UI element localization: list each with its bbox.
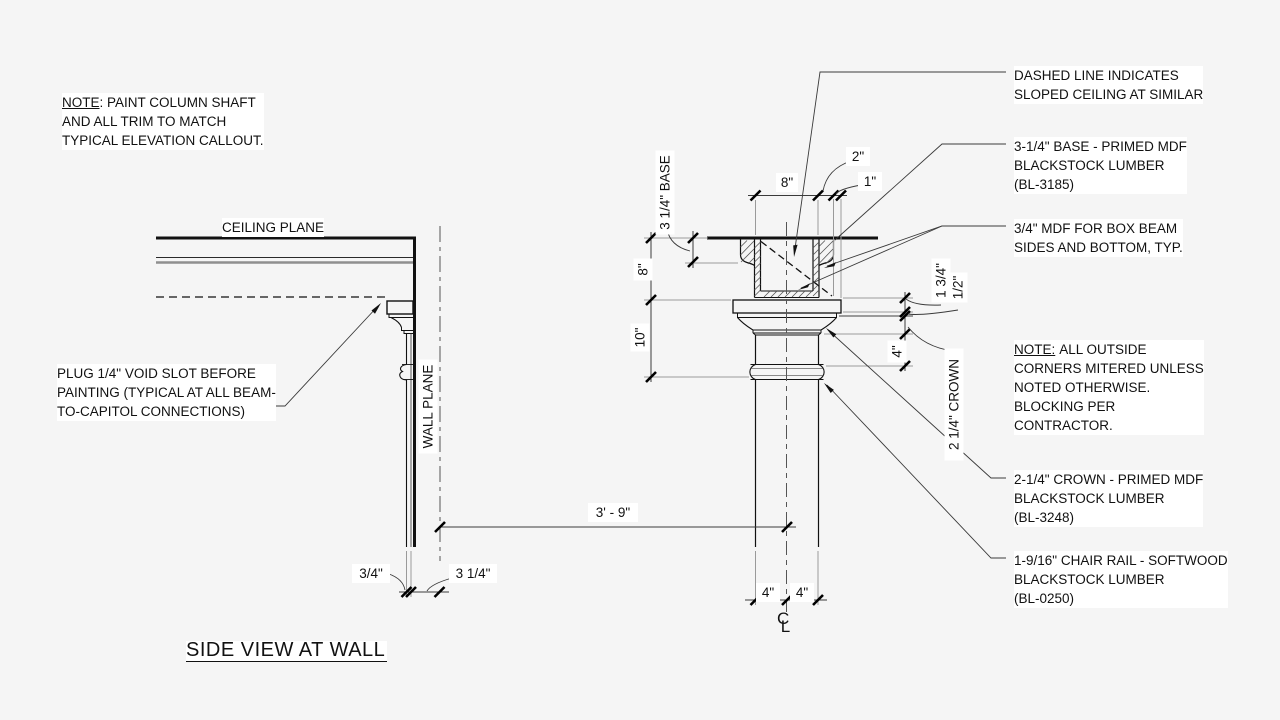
centerline-symbol: CL <box>777 609 791 636</box>
dim-shaft-right: 4" <box>790 583 814 602</box>
annotation-crown: 2-1/4" CROWN - PRIMED MDF BLACKSTOCK LUM… <box>1014 470 1204 527</box>
leader-arrowheads <box>371 233 843 393</box>
crown-height-label: 2 1/4" CROWN <box>944 348 964 461</box>
annotation-miter-note: NOTE:ALL OUTSIDE CORNERS MITERED UNLESS … <box>1014 340 1204 435</box>
note-label: NOTE: <box>1014 342 1056 357</box>
paint-note-line-2: AND ALL TRIM TO MATCH <box>62 114 227 129</box>
dim-beam-overhang: 2" <box>846 147 870 166</box>
dim-capital-height: 10" <box>630 323 650 352</box>
left-view-linework <box>156 226 441 561</box>
ceiling-plane-label: CEILING PLANE <box>222 218 325 237</box>
view-title: SIDE VIEW AT WALL <box>186 639 388 662</box>
dim-shaft-left: 4" <box>756 583 780 602</box>
right-view-linework <box>707 222 878 612</box>
paint-note-line-1: NOTE: PAINT COLUMN SHAFT <box>62 95 256 110</box>
annotation-mdf: 3/4" MDF FOR BOX BEAM SIDES AND BOTTOM, … <box>1014 219 1183 257</box>
plug-note: PLUG 1/4" VOID SLOT BEFORE PAINTING (TYP… <box>57 364 276 421</box>
base-height-label: 3 1/4" BASE <box>655 150 675 235</box>
dimension-ticks <box>400 189 911 606</box>
dim-beam-width: 8" <box>776 173 798 192</box>
paint-note-line-3: TYPICAL ELEVATION CALLOUT. <box>62 133 264 148</box>
annotation-chair-rail: 1-9/16" CHAIR RAIL - SOFTWOOD BLACKSTOCK… <box>1014 551 1228 608</box>
dim-abacus-edge: 1" <box>858 172 882 191</box>
dimension-lines <box>399 195 906 601</box>
dim-wall-to-center: 3' - 9" <box>588 503 638 522</box>
paint-note: NOTE: PAINT COLUMN SHAFT AND ALL TRIM TO… <box>62 93 264 150</box>
dim-beam-depth: 8" <box>633 258 653 281</box>
note-label: NOTE <box>62 95 100 110</box>
extension-lines <box>406 199 913 605</box>
dim-crown-to-rail: 4" <box>887 340 907 363</box>
wall-plane-label: WALL PLANE <box>418 359 438 454</box>
dim-base-depth: 3 1/4" <box>449 564 497 583</box>
dim-mdf-thickness: 3/4" <box>352 564 390 583</box>
annotation-dashed-line: DASHED LINE INDICATES SLOPED CEILING AT … <box>1014 66 1204 104</box>
dim-fillet-height: 1/2" <box>948 272 968 303</box>
annotation-base: 3-1/4" BASE - PRIMED MDF BLACKSTOCK LUMB… <box>1014 137 1187 194</box>
